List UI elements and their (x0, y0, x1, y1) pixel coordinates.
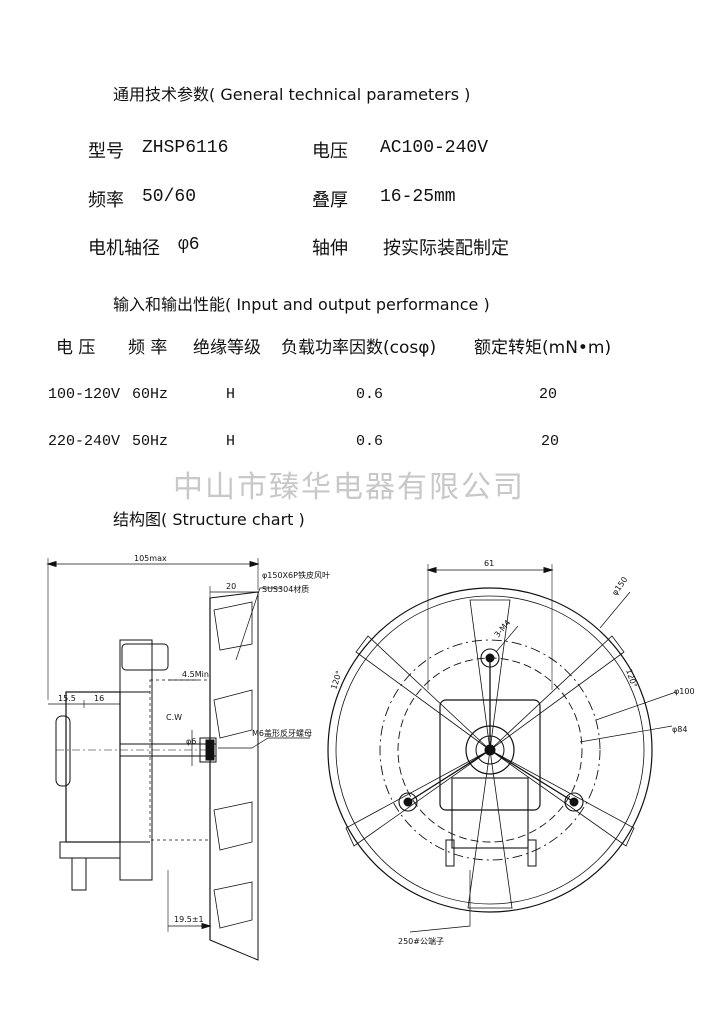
side-view (46, 558, 310, 961)
perf-row-1-voltage: 100-120V (48, 386, 121, 403)
perf-header-voltage: 电 压 (56, 338, 96, 358)
shaft-value: φ6 (178, 235, 200, 255)
dim-cw: C.W (166, 713, 182, 722)
note-fan-blade: φ150X6P铁皮风叶 (262, 570, 330, 580)
angle-left: 120° (329, 669, 344, 690)
frequency-label: 频率 (88, 190, 124, 211)
model-value: ZHSP6116 (142, 138, 229, 158)
dim-4-5min: 4.5Min (182, 670, 209, 679)
perf-row-2-frequency: 50Hz (132, 433, 169, 450)
company-watermark: 中山市臻华电器有限公司 (173, 470, 525, 505)
terminal-note: 250#公端子 (398, 936, 444, 946)
model-label: 型号 (88, 141, 124, 162)
shaft-label: 电机轴径 (88, 238, 160, 259)
structure-drawing: 105max 20 15.5 16 4.5Min C.W φ6 19.5±1 φ… (46, 554, 695, 961)
perf-row-2-torque: 20 (541, 433, 560, 450)
perf-header-insulation: 绝缘等级 (193, 338, 261, 358)
dim-105max: 105max (134, 554, 167, 563)
structure-title: 结构图( Structure chart ) (113, 510, 305, 529)
perf-row-1-insulation: H (226, 386, 236, 403)
perf-row-1-frequency: 60Hz (132, 386, 169, 403)
general-params-title: 通用技术参数( General technical parameters ) (113, 85, 471, 104)
perf-row-2-power-factor: 0.6 (356, 433, 384, 450)
voltage-label: 电压 (312, 141, 348, 162)
perf-row-2-insulation: H (226, 433, 236, 450)
perf-header-frequency: 频 率 (128, 338, 168, 358)
note-nut: M6盖形反牙螺母 (252, 728, 312, 738)
voltage-value: AC100-240V (380, 138, 489, 158)
dim-16: 16 (94, 694, 104, 703)
perf-header-torque: 额定转矩(mN•m) (474, 338, 612, 358)
dim-19-5: 19.5±1 (174, 915, 204, 924)
dim-phi6: φ6 (186, 737, 196, 746)
dim-phi84: φ84 (672, 725, 687, 734)
frequency-value: 50/60 (142, 187, 197, 207)
stack-value: 16-25mm (380, 187, 456, 207)
dim-15-5: 15.5 (58, 694, 76, 703)
dim-20: 20 (226, 582, 236, 591)
extension-value: 按实际装配制定 (383, 238, 509, 259)
dim-61: 61 (484, 559, 494, 568)
front-view (327, 564, 677, 933)
note-material: SUS304材质 (262, 584, 309, 594)
perf-row-1-torque: 20 (539, 386, 558, 403)
dim-phi100: φ100 (674, 687, 695, 696)
extension-label: 轴伸 (312, 238, 348, 259)
dim-phi150: φ150 (610, 575, 629, 597)
perf-row-1-power-factor: 0.6 (356, 386, 384, 403)
perf-header-power-factor: 负载功率因数(cosφ) (281, 338, 437, 358)
performance-title: 输入和输出性能( Input and output performance ) (113, 295, 490, 314)
perf-row-2-voltage: 220-240V (48, 433, 121, 450)
stack-label: 叠厚 (312, 190, 348, 211)
